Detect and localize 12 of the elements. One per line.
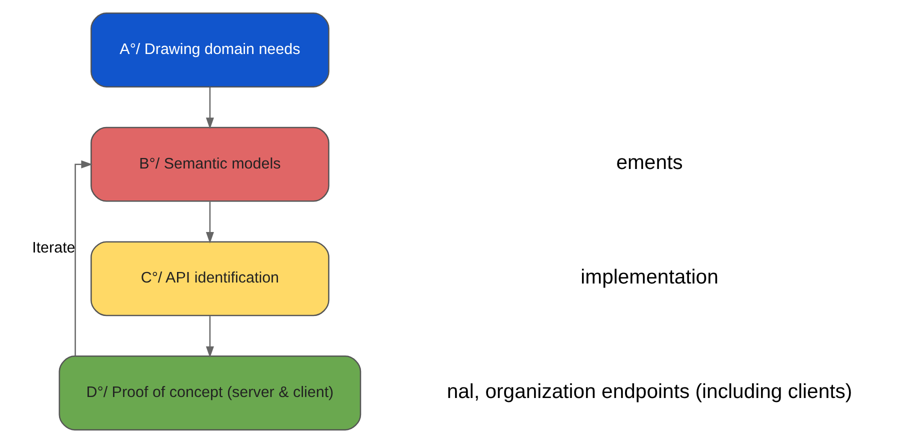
label: ements (616, 152, 683, 174)
arrow (206, 316, 214, 358)
node-box: B°/ Semantic models (90, 126, 330, 202)
label: nal, organization endpoints (including clients) (446, 380, 852, 403)
arrow (206, 87, 214, 130)
arrow (206, 202, 214, 244)
edge-label: Iterate (32, 239, 76, 256)
arrow (74, 160, 93, 356)
label: implementation (580, 266, 718, 288)
node-box: C°/ API identification (90, 241, 330, 316)
node-box: D°/ Proof of concept (server & client) (58, 356, 362, 430)
node-box: A°/ Drawing domain needs (90, 12, 330, 88)
